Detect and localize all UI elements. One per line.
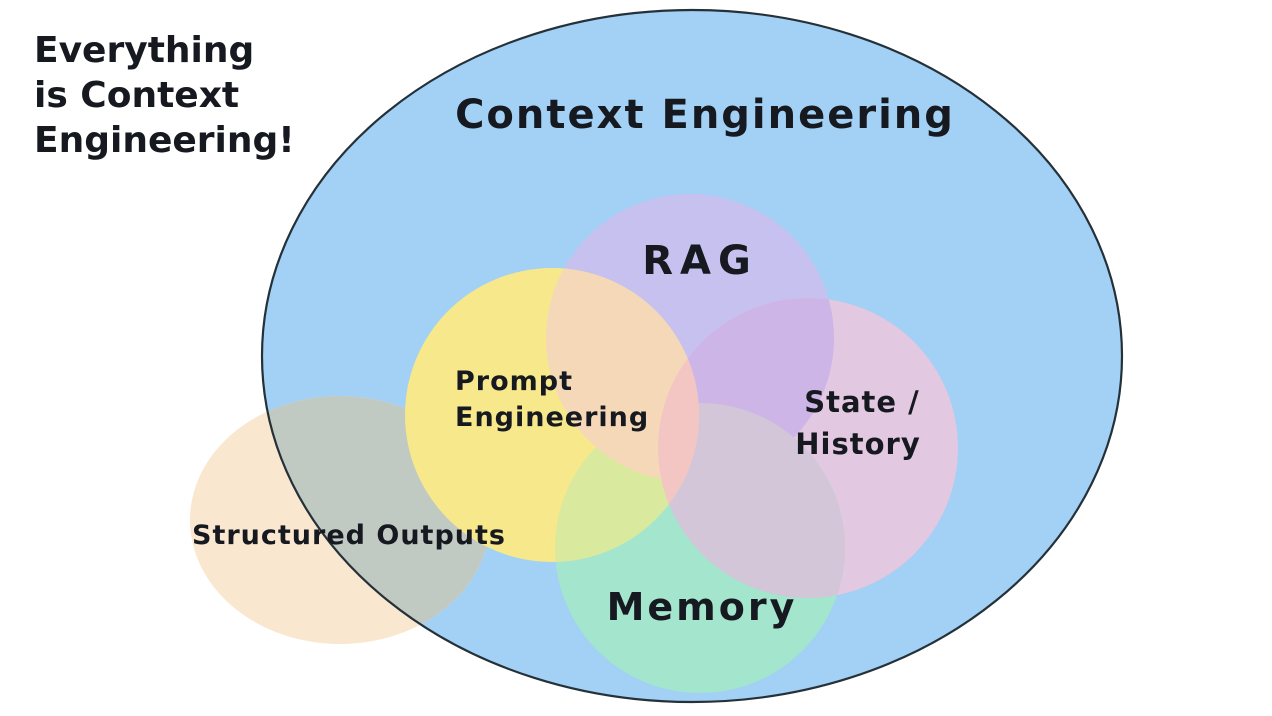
structured-outputs-label: Structured Outputs xyxy=(192,520,506,551)
side-note-line-1: Everything xyxy=(34,30,254,71)
context-engineering-label: Context Engineering xyxy=(455,92,955,138)
prompt-engineering-label-line-2: Engineering xyxy=(455,402,649,433)
state-history-label-line-2: History xyxy=(795,427,920,461)
side-note-line-2: is Context xyxy=(34,75,239,116)
side-note-line-3: Engineering! xyxy=(34,120,295,161)
prompt-engineering-label-line-1: Prompt xyxy=(455,366,573,397)
rag-label: RAG xyxy=(642,238,758,284)
memory-label: Memory xyxy=(607,585,798,629)
context-engineering-ellipse-outline xyxy=(260,8,1124,704)
state-history-label-line-1: State / xyxy=(804,385,920,419)
overlap-prompt-memory xyxy=(555,403,699,562)
